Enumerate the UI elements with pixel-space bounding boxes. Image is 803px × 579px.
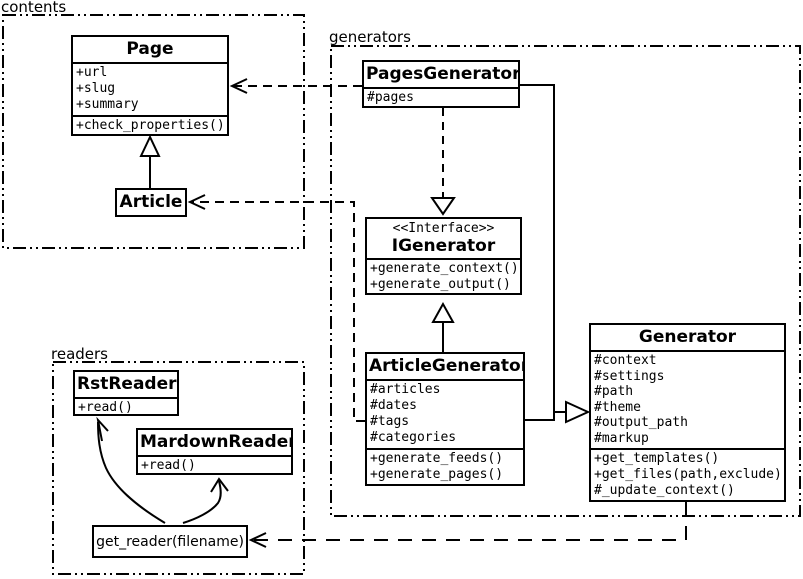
class-generator-methods: +get_templates() +get_files(path,exclude… [591,448,784,500]
inheritance-edge-pagesgenerator-generator [520,84,555,421]
open-arrowhead-icon [96,416,109,442]
class-articlegenerator-methods: +generate_feeds() +generate_pages() [367,448,523,484]
generators-package-border [330,45,801,517]
open-arrowhead-icon [187,194,206,210]
dependency-edge-generator-getreader [253,502,687,541]
class-pagesgenerator[interactable]: PagesGenerator #pages [362,60,520,108]
class-igenerator-stereotype: <<Interface>> [392,221,495,236]
attribute: #theme [594,399,641,415]
open-arrowhead-icon [210,477,229,493]
association-edge-getreader-rstreader [97,421,166,524]
class-rstreader[interactable]: RstReader +read() [73,370,179,416]
hollow-triangle-arrowhead-icon [430,197,456,216]
class-articlegenerator-attributes: #articles #dates #tags #categories [367,379,523,448]
class-igenerator-methods: +generate_context() +generate_output() [367,258,520,293]
readers-package-label: readers [51,345,108,363]
method: +get_templates() [594,451,720,466]
hollow-triangle-arrowhead-icon [139,134,161,157]
class-page-methods: +check_properties() [73,115,227,134]
generators-package-label: generators [329,28,411,46]
attribute: #dates [370,398,417,413]
attribute: #articles [370,382,441,397]
class-articlegenerator[interactable]: ArticleGenerator #articles #dates #tags … [365,352,525,486]
class-article[interactable]: Article [115,188,187,217]
class-mardownreader[interactable]: MardownReader +read() [136,428,293,475]
class-articlegenerator-title: ArticleGenerator [369,356,525,376]
attribute: #tags [370,414,410,429]
method: +check_properties() [76,118,225,133]
method: #_update_context() [594,483,735,498]
function-get-reader-label: get_reader(filename) [96,533,244,550]
readers-package-border [52,361,305,575]
attribute: +slug [76,81,116,96]
attribute: #context [594,353,657,368]
method: +read() [141,458,196,473]
class-pagesgenerator-attributes: #pages [364,87,518,106]
attribute: #markup [594,430,649,446]
association-edge-getreader-mardownreader [182,480,222,524]
class-igenerator-header: <<Interface>> IGenerator [367,219,520,258]
contents-package-border [2,14,305,249]
method: +read() [78,400,133,415]
attribute: +summary [76,97,139,112]
hollow-triangle-arrowhead-icon [431,301,455,323]
class-page[interactable]: Page +url +slug +summary +check_properti… [71,35,229,136]
class-pagesgenerator-title: PagesGenerator [366,64,520,84]
method: +get_files(path,exclude) [594,467,782,482]
method: +generate_output() [370,277,511,292]
class-igenerator-title: IGenerator [391,236,496,256]
class-rstreader-methods: +read() [75,397,177,415]
hollow-triangle-arrowhead-icon [565,400,591,424]
method: +generate_context() [370,261,519,276]
class-article-title: Article [119,192,183,212]
method: +generate_feeds() [370,451,504,466]
attribute: #path [594,384,634,399]
class-generator-title: Generator [638,327,737,347]
class-mardownreader-title: MardownReader [140,432,293,452]
function-get-reader[interactable]: get_reader(filename) [92,525,248,558]
attribute: #settings [594,368,665,384]
class-page-title: Page [126,39,174,59]
class-generator[interactable]: Generator #context #settings #path #them… [589,323,786,502]
class-generator-attributes: #context #settings #path #theme #output_… [591,350,784,448]
dependency-edge-articlegenerator-article [192,201,365,422]
class-rstreader-title: RstReader [77,374,177,394]
open-arrowhead-icon [248,532,267,548]
class-page-attributes: +url +slug +summary [73,62,227,115]
class-mardownreader-methods: +read() [138,455,291,473]
method: +generate_pages() [370,467,504,482]
contents-package-label: contents [1,0,67,16]
attribute: #pages [367,90,414,105]
attribute: #categories [370,430,457,445]
class-igenerator[interactable]: <<Interface>> IGenerator +generate_conte… [365,217,522,295]
attribute: +url [76,65,108,80]
attribute: #output_path [594,415,688,430]
open-arrowhead-icon [229,78,248,94]
